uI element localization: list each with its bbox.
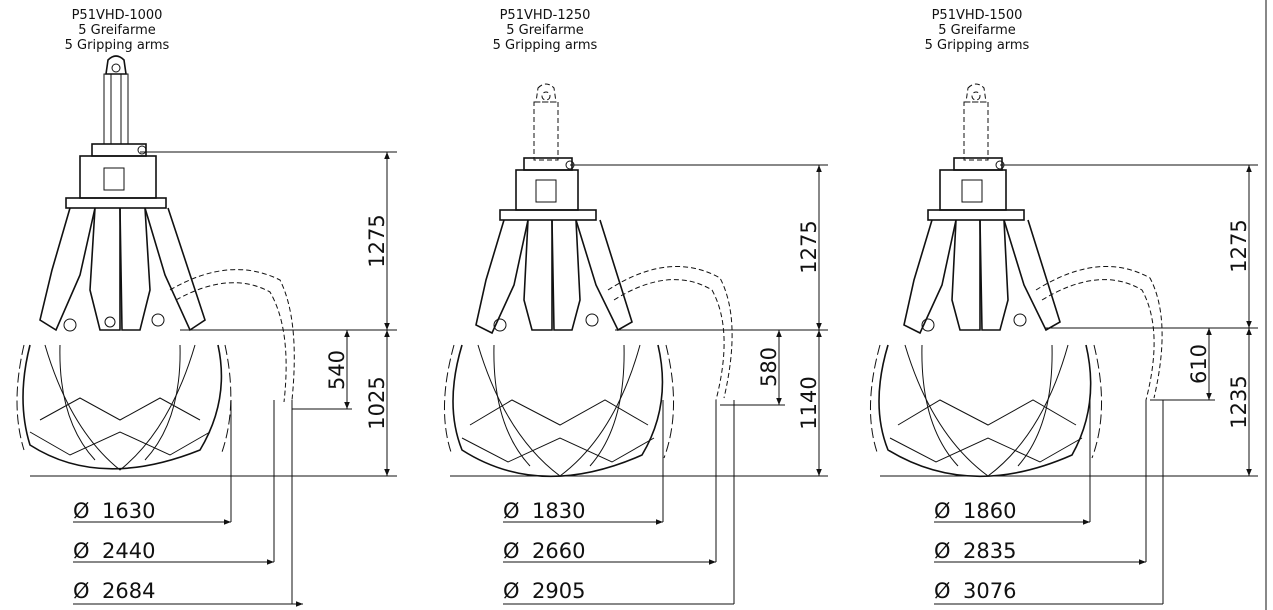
dia-mid: 2660: [532, 539, 585, 563]
dim-upper-height: 1275: [797, 220, 821, 273]
arms-english: 5 Gripping arms: [493, 38, 598, 53]
panel-p51vhd-1500: P51VHD-1500 5 Greifarme 5 Gripping arms: [869, 8, 1258, 605]
dim-tip-offset: 610: [1187, 344, 1211, 384]
arms-english: 5 Gripping arms: [925, 38, 1030, 53]
dia-inner: 1830: [532, 499, 585, 523]
dim-tip-offset: 580: [757, 347, 781, 387]
model-name: P51VHD-1500: [932, 8, 1023, 23]
arms-german: 5 Greifarme: [506, 23, 583, 38]
model-name: P51VHD-1000: [72, 8, 163, 23]
dia-inner: 1630: [102, 499, 155, 523]
arms-english: 5 Gripping arms: [65, 38, 170, 53]
dia-symbol: Ø: [934, 579, 951, 603]
grapple-illustration: [16, 55, 295, 471]
grapple-illustration: [869, 83, 1163, 478]
grapple-illustration: [443, 83, 733, 478]
dim-upper-height: 1275: [365, 214, 389, 267]
dia-symbol: Ø: [934, 539, 951, 563]
dim-lower-height: 1140: [797, 376, 821, 429]
dia-outer: 2684: [102, 579, 155, 603]
dia-symbol: Ø: [934, 499, 951, 523]
dia-symbol: Ø: [503, 539, 520, 563]
arms-german: 5 Greifarme: [78, 23, 155, 38]
dia-symbol: Ø: [73, 499, 90, 523]
dim-upper-height: 1275: [1227, 219, 1251, 272]
panel-p51vhd-1250: P51VHD-1250 5 Greifarme 5 Gripping arms: [443, 8, 828, 605]
dia-inner: 1860: [963, 499, 1016, 523]
dia-mid: 2440: [102, 539, 155, 563]
panel-p51vhd-1000: P51VHD-1000 5 Greifarme 5 Gripping arms: [16, 8, 397, 607]
dia-symbol: Ø: [73, 579, 90, 603]
dia-mid: 2835: [963, 539, 1016, 563]
arms-german: 5 Greifarme: [938, 23, 1015, 38]
dia-symbol: Ø: [503, 499, 520, 523]
dia-outer: 2905: [532, 579, 585, 603]
dia-outer: 3076: [963, 579, 1016, 603]
model-name: P51VHD-1250: [500, 8, 591, 23]
dim-tip-offset: 540: [325, 350, 349, 390]
dim-lower-height: 1235: [1227, 375, 1251, 428]
dia-symbol: Ø: [503, 579, 520, 603]
dim-lower-height: 1025: [365, 376, 389, 429]
dia-symbol: Ø: [73, 539, 90, 563]
